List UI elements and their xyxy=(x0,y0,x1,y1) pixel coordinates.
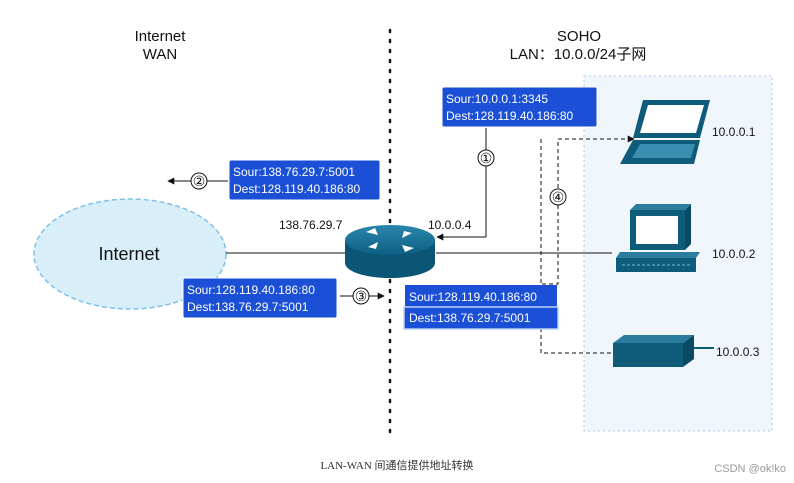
packet-step1-dest: Dest:128.119.40.186:80 xyxy=(446,109,574,123)
soho-heading-line1: SOHO xyxy=(557,28,601,45)
packet-step4-sour: Sour:128.119.40.186:80 xyxy=(409,290,537,304)
packet-step2-sour: Sour:138.76.29.7:5001 xyxy=(233,165,355,179)
step-3-marker: ③ xyxy=(355,288,368,304)
step-2-marker: ② xyxy=(193,173,206,189)
host-2-ip: 10.0.0.2 xyxy=(712,247,756,261)
packet-box-step3: Sour:128.119.40.186:80 Dest:138.76.29.7:… xyxy=(182,277,338,319)
router-wan-ip: 138.76.29.7 xyxy=(279,218,343,232)
router-lan-ip: 10.0.0.4 xyxy=(428,218,472,232)
wan-heading-line1: Internet xyxy=(135,28,187,45)
packet-box-step2: Sour:138.76.29.7:5001 Dest:128.119.40.18… xyxy=(228,159,381,201)
packet-step2-dest: Dest:128.119.40.186:80 xyxy=(233,182,361,196)
internet-cloud-label: Internet xyxy=(98,244,159,264)
host-1-ip: 10.0.0.1 xyxy=(712,125,756,139)
packet-step3-sour: Sour:128.119.40.186:80 xyxy=(187,283,315,297)
laptop-icon xyxy=(620,100,710,164)
diagram-caption: LAN-WAN 间通信提供地址转换 xyxy=(320,458,473,472)
step-1-marker: ① xyxy=(480,150,493,166)
packet-step3-dest: Dest:138.76.29.7:5001 xyxy=(187,300,309,314)
flow-step4-path xyxy=(542,135,635,285)
network-device-icon xyxy=(613,335,714,367)
packet-step1-sour: Sour:10.0.0.1:3345 xyxy=(446,92,548,106)
desktop-icon xyxy=(616,204,700,272)
router-icon xyxy=(345,225,435,278)
host-3-ip: 10.0.0.3 xyxy=(716,345,760,359)
wan-heading-line2: WAN xyxy=(143,46,177,63)
soho-heading-line2: LAN：10.0.0/24子网 xyxy=(510,46,647,63)
packet-box-step1: Sour:10.0.0.1:3345 Dest:128.119.40.186:8… xyxy=(441,86,598,128)
lan-bus xyxy=(540,139,612,354)
packet-box-step4: Sour:128.119.40.186:80 Dest:138.76.29.7:… xyxy=(403,285,559,330)
internet-cloud xyxy=(33,198,227,310)
packet-step4-dest: Dest:138.76.29.7:5001 xyxy=(409,311,531,325)
watermark: CSDN @ok!ko xyxy=(714,463,786,475)
step-4-marker: ④ xyxy=(552,189,565,205)
